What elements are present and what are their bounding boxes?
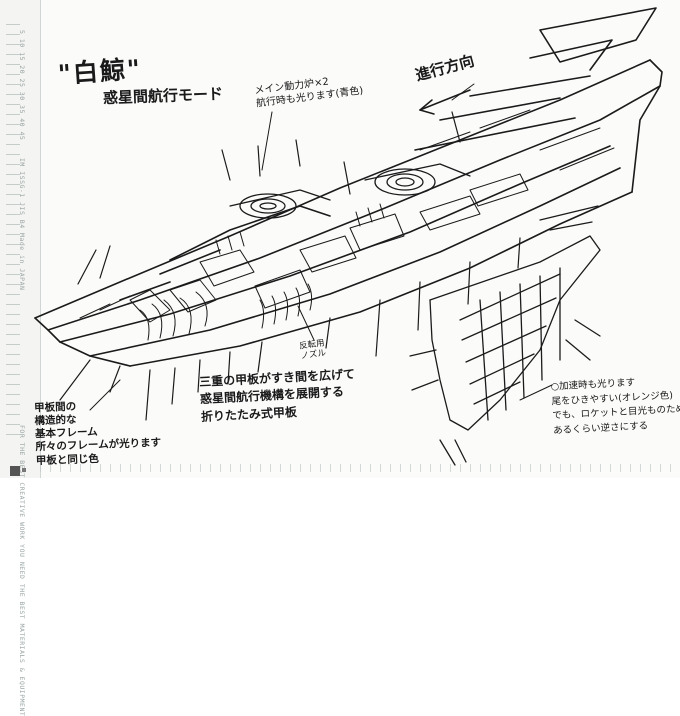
paper-margin-strip: 5 10 15 20 25 30 35 40 45 IM ISSG-1 JIS …: [0, 0, 41, 716]
margin-ruler-numbers: 5 10 15 20 25 30 35 40 45: [18, 30, 26, 141]
page-title: "白鯨": [57, 54, 143, 89]
note-deck-expansion: 三重の甲板がすき間を広げて 惑星間航行機構を展開する 折りたたみ式甲板: [199, 366, 358, 426]
main-hull: [34, 7, 663, 367]
margin-ruler: [6, 24, 20, 444]
note-acceleration: ○加速時も光ります 尾をひきやすい(オレンジ色) でも、ロケットと目光ものため …: [551, 374, 680, 440]
margin-brand-text: IM ISSG-1 JIS B4 Made in JAPAN: [18, 158, 26, 291]
note-deck-frame: 甲板間の 構造的な 基本フレーム 所々のフレームが光ります 甲板と同じ色: [34, 398, 162, 468]
note-reverse-nozzle: 反転用 ノズル: [299, 338, 327, 362]
ship-sketch: [34, 7, 663, 466]
bottom-ruler: [40, 464, 680, 472]
antenna-spikes: [59, 111, 521, 421]
registration-mark-small: [22, 468, 26, 472]
registration-mark: [10, 466, 20, 476]
side-view-sketch: [409, 205, 601, 466]
direction-arrow: [419, 89, 471, 115]
engine-domes: [229, 163, 471, 219]
hull-details: [79, 109, 615, 341]
